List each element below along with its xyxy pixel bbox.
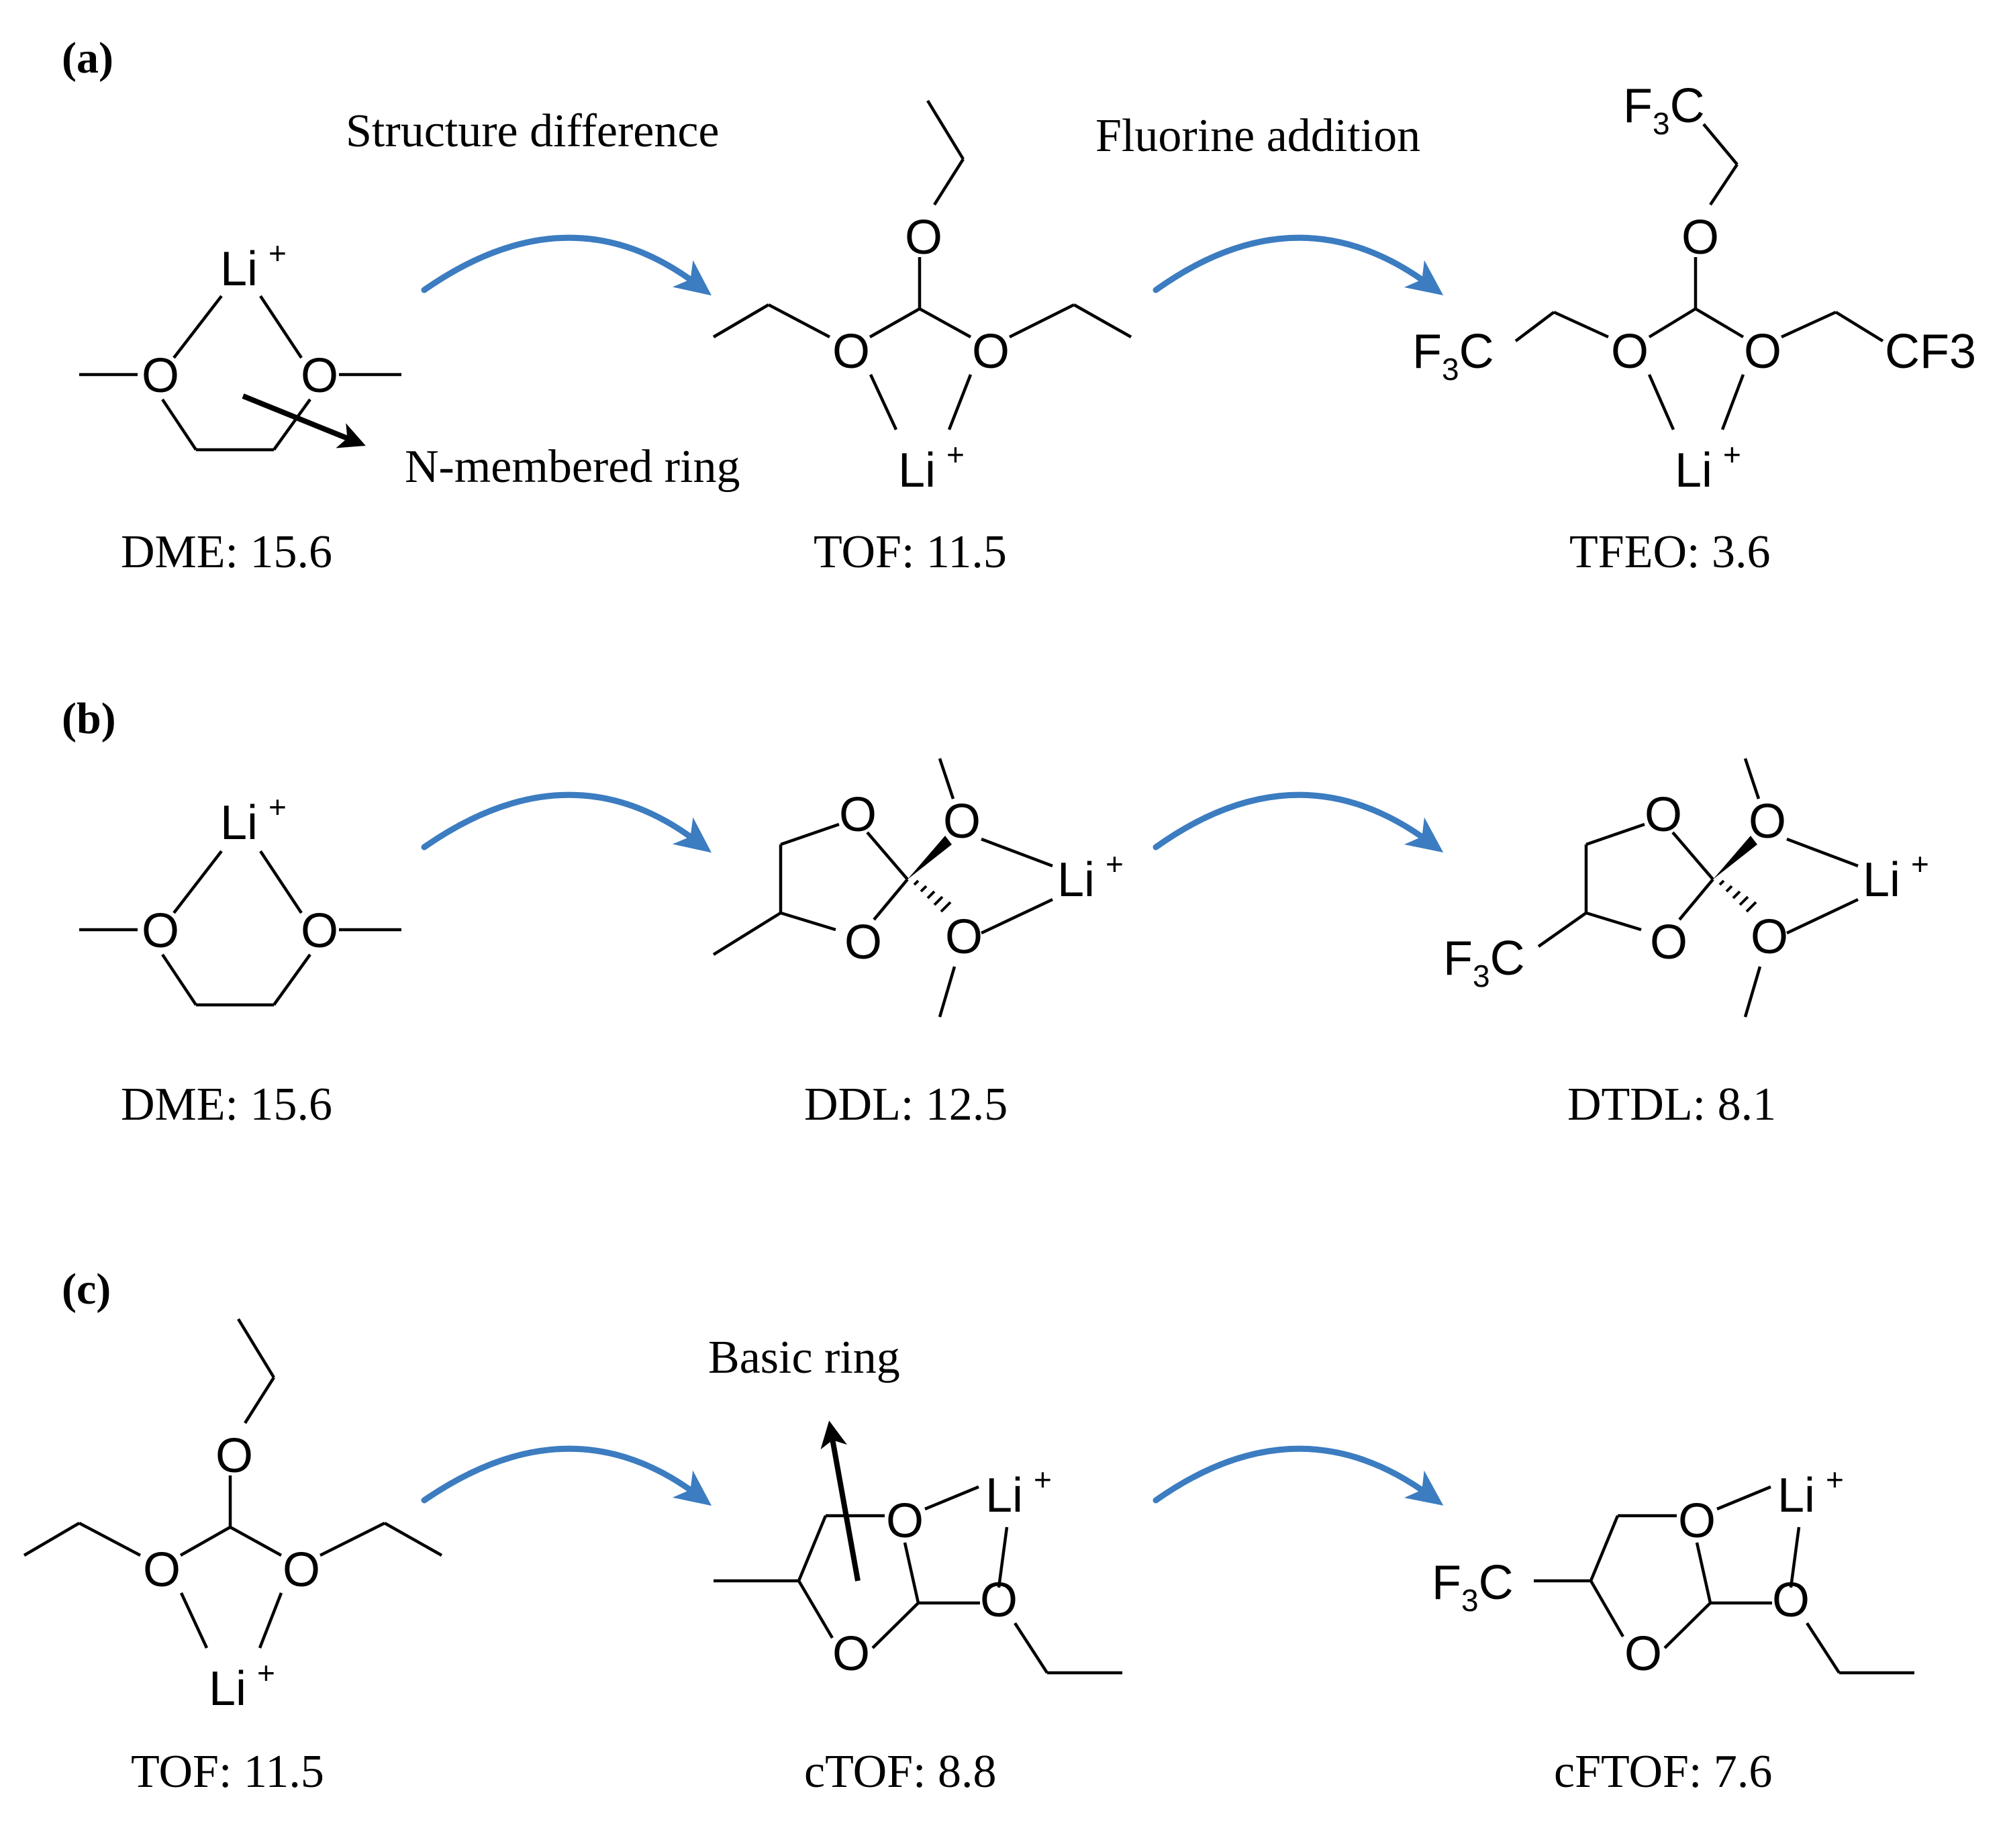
molecule-dme-b: Li + O O <box>79 789 401 1007</box>
annotation-structure-difference: Structure difference <box>346 105 719 157</box>
svg-text:O: O <box>832 1627 870 1681</box>
molecule-ddl-b: O O O O Li + <box>712 758 1124 1018</box>
caption-tof-a: TOF: 11.5 <box>814 526 1007 578</box>
caption-cftof-c: cFTOF: 7.6 <box>1554 1746 1772 1798</box>
svg-text:Li: Li <box>1057 853 1095 907</box>
panel-a: (a) Structure difference Fluorine additi… <box>62 34 1976 578</box>
svg-text:F3C: F3C <box>1432 1556 1514 1618</box>
curved-arrow-right-icon <box>1153 1445 1444 1506</box>
svg-text:Li: Li <box>1675 444 1712 497</box>
svg-text:Li: Li <box>1777 1469 1815 1522</box>
molecule-cftof-c: F3C O O O Li + <box>1432 1462 1914 1681</box>
svg-text:+: + <box>257 1655 275 1690</box>
svg-text:Li: Li <box>898 444 936 497</box>
svg-text:O: O <box>283 1543 320 1597</box>
svg-text:O: O <box>142 349 179 403</box>
svg-text:F3C: F3C <box>1443 932 1525 993</box>
svg-text:Li: Li <box>209 1662 246 1716</box>
caption-tfeo-a: TFEO: 3.6 <box>1569 526 1770 578</box>
svg-text:Li: Li <box>220 796 258 850</box>
svg-text:O: O <box>301 349 338 403</box>
svg-text:+: + <box>268 236 287 271</box>
svg-text:O: O <box>1650 916 1687 969</box>
panel-label-a: (a) <box>62 34 113 83</box>
svg-text:Li: Li <box>985 1469 1023 1522</box>
caption-ctof-c: cTOF: 8.8 <box>804 1746 997 1798</box>
panel-label-b: (b) <box>62 694 116 743</box>
svg-text:O: O <box>1744 325 1781 379</box>
panel-label-c: (c) <box>62 1265 111 1314</box>
curved-arrow-right-icon <box>421 1445 712 1506</box>
svg-text:+: + <box>1911 846 1929 881</box>
svg-text:+: + <box>1723 437 1741 472</box>
svg-text:+: + <box>1826 1462 1844 1497</box>
svg-text:O: O <box>886 1494 924 1548</box>
svg-text:+: + <box>268 789 287 824</box>
curved-arrow-right-icon <box>1153 234 1444 296</box>
svg-text:F3C: F3C <box>1623 79 1705 141</box>
svg-text:O: O <box>143 1543 181 1597</box>
caption-dtdl-b: DTDL: 8.1 <box>1567 1079 1776 1130</box>
straight-arrow-icon <box>242 393 366 448</box>
svg-text:+: + <box>1106 846 1124 881</box>
svg-text:O: O <box>972 325 1010 379</box>
molecule-dtdl-b: O F3C O O O Li <box>1443 758 1929 1018</box>
svg-text:O: O <box>1624 1627 1662 1681</box>
molecule-tof-c: O O O Li + <box>23 1318 443 1716</box>
svg-text:O: O <box>1749 795 1786 848</box>
svg-text:O: O <box>1678 1494 1716 1548</box>
molecule-tfeo-a: F3C O O O F3C CF3 Li + <box>1412 79 1976 497</box>
panel-c: (c) Basic ring O O O Li + TOF: 11.5 <box>23 1265 1914 1798</box>
molecule-dme-a: Li + O O <box>79 236 401 452</box>
molecule-tof-a: O O O Li + <box>712 99 1132 497</box>
svg-text:O: O <box>1645 788 1682 842</box>
annotation-n-membered-ring: N-membered ring <box>405 441 740 493</box>
straight-arrow-icon <box>820 1420 861 1582</box>
svg-text:O: O <box>142 904 179 958</box>
caption-dme-b: DME: 15.6 <box>121 1079 332 1130</box>
caption-dme-a: DME: 15.6 <box>121 526 332 578</box>
panel-b: (b) Li + O O DME: 15.6 O O <box>62 694 1929 1130</box>
caption-tof-c: TOF: 11.5 <box>131 1746 324 1798</box>
svg-text:+: + <box>946 437 965 472</box>
annotation-basic-ring: Basic ring <box>708 1332 900 1383</box>
caption-ddl-b: DDL: 12.5 <box>804 1079 1008 1130</box>
svg-text:O: O <box>844 916 882 969</box>
svg-text:O: O <box>943 795 981 848</box>
svg-text:O: O <box>839 788 877 842</box>
svg-text:O: O <box>1751 910 1788 964</box>
svg-text:O: O <box>301 904 338 958</box>
svg-text:O: O <box>905 211 942 264</box>
svg-text:O: O <box>945 910 983 964</box>
svg-text:Li: Li <box>1863 853 1900 907</box>
svg-text:O: O <box>1681 211 1719 264</box>
curved-arrow-right-icon <box>421 234 712 296</box>
molecule-ctof-c: O O O Li + <box>714 1420 1122 1681</box>
atom-li: Li <box>220 242 258 296</box>
svg-text:O: O <box>832 325 870 379</box>
svg-text:F3C: F3C <box>1412 325 1494 387</box>
svg-text:O: O <box>1611 325 1649 379</box>
svg-text:O: O <box>215 1429 253 1483</box>
curved-arrow-right-icon <box>1153 791 1444 853</box>
annotation-fluorine-addition: Fluorine addition <box>1095 110 1420 162</box>
svg-text:CF3: CF3 <box>1885 325 1976 379</box>
svg-text:+: + <box>1034 1462 1052 1497</box>
curved-arrow-right-icon <box>421 791 712 853</box>
